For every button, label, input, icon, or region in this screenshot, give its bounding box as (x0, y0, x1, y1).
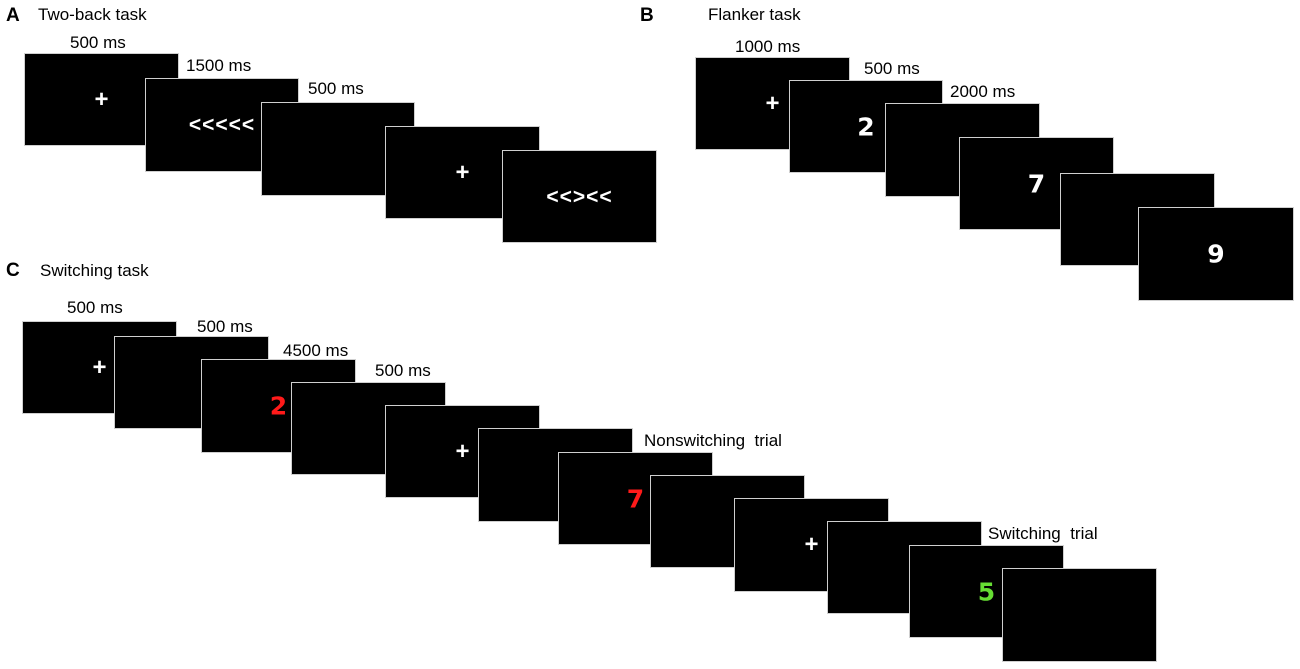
green-digit-stimulus: 5 (977, 577, 996, 606)
duration-label: 500 ms (67, 298, 123, 317)
fixation-cross: + (804, 531, 819, 558)
panel-title-c: Switching task (40, 261, 149, 280)
arrow-stimulus: <<><< (546, 185, 613, 208)
fixation-cross: + (94, 85, 109, 113)
fixation-cross: + (455, 437, 470, 465)
red-digit-stimulus: 7 (626, 484, 645, 513)
digit-stimulus: 7 (1027, 169, 1046, 198)
digit-stimulus: 2 (857, 112, 875, 141)
fixation-cross: + (765, 89, 780, 117)
duration-label: 4500 ms (283, 341, 349, 360)
panel-letter-a: A (6, 5, 20, 26)
duration-label: 2000 ms (950, 82, 1016, 101)
red-digit-stimulus: 2 (269, 391, 288, 421)
panel-letter-c: C (6, 260, 20, 281)
trial-label-nonswitching: Nonswitching trial (644, 431, 782, 450)
panel-letter-b: B (640, 5, 654, 26)
duration-label: 1000 ms (735, 37, 801, 56)
panel-title-a: Two-back task (38, 5, 147, 24)
duration-label: 500 ms (197, 317, 253, 336)
stimulus-screen: <<><< (502, 150, 657, 243)
duration-label: 500 ms (70, 33, 126, 52)
stimulus-screen: 9 (1138, 207, 1294, 301)
fixation-cross: + (455, 158, 470, 186)
duration-label: 500 ms (308, 79, 364, 98)
duration-label: 500 ms (864, 59, 920, 78)
duration-label: 1500 ms (186, 56, 252, 75)
stimulus-screen (1002, 568, 1157, 662)
arrow-stimulus: <<<<< (188, 113, 256, 137)
trial-label-switching: Switching trial (988, 524, 1098, 543)
panel-title-b: Flanker task (708, 5, 801, 24)
duration-label: 500 ms (375, 361, 431, 380)
digit-stimulus: 9 (1207, 239, 1225, 269)
fixation-cross: + (92, 353, 107, 381)
